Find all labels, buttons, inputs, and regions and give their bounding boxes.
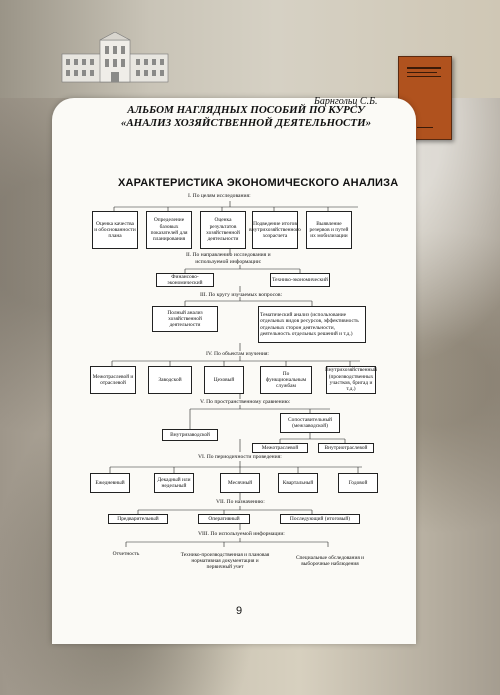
building-illustration bbox=[61, 32, 169, 83]
section-2-label: II. По направлению исследования и исполь… bbox=[186, 252, 271, 265]
section-3-label: III. По кругу изучаемых вопросов: bbox=[200, 292, 283, 298]
album-title: АЛЬБОМ НАГЛЯДНЫХ ПОСОБИЙ ПО КУРСУ «АНАЛИ… bbox=[116, 104, 376, 130]
section-8-label: VIII. По используемой информации: bbox=[198, 531, 285, 537]
title-line-2: «АНАЛИЗ ХОЗЯЙСТВЕННОЙ ДЕЯТЕЛЬНОСТИ» bbox=[120, 117, 372, 129]
info-item-reporting: Отчетность bbox=[112, 550, 140, 557]
object-box-industry: Межотраслевой и отраслевой bbox=[90, 366, 136, 394]
purpose-box-preliminary: Предварительный bbox=[108, 514, 168, 524]
scope-box-full: Полный анализ хозяйственной деятельности bbox=[152, 306, 218, 332]
period-box-annual: Годовой bbox=[338, 473, 378, 493]
goal-box-reserves: Выявление резервов и путей их мобилизаци… bbox=[306, 211, 352, 249]
period-box-monthly: Месячный bbox=[220, 473, 260, 493]
page-number: 9 bbox=[236, 605, 243, 617]
comparison-box-internal: Внутризаводской bbox=[162, 429, 218, 441]
scope-box-thematic: Тематический анализ (использование отдел… bbox=[258, 306, 366, 343]
object-box-plant: Заводской bbox=[148, 366, 192, 394]
period-box-daily: Ежедневный bbox=[90, 473, 130, 493]
object-box-workshop: Цеховый bbox=[204, 366, 244, 394]
object-box-internal: Внутрихозяйственный (производственных уч… bbox=[325, 366, 377, 394]
direction-box-technical: Технико-экономический bbox=[270, 273, 330, 287]
info-item-documentation: Технико-производственная и плановая норм… bbox=[180, 551, 270, 571]
section-4-label: IV. По объектам изучения: bbox=[206, 351, 269, 357]
goal-box-plan-quality: Оценка качества и обоснованности плана bbox=[92, 211, 138, 249]
classification-diagram: I. По целям исследования: Оценка качеств… bbox=[90, 193, 390, 591]
title-line-1: АЛЬБОМ НАГЛЯДНЫХ ПОСОБИЙ ПО КУРСУ bbox=[127, 104, 365, 116]
goal-box-results: Оценка результатов хозяйственной деятель… bbox=[200, 211, 246, 249]
diagram-connectors bbox=[109, 201, 362, 547]
goal-box-base-indicators: Определение базовых показателей для план… bbox=[146, 211, 192, 249]
comparison-box-comparative: Сопоставительный (межзаводской) bbox=[280, 413, 340, 433]
section-5-label: V. По пространственному сравнению: bbox=[200, 399, 291, 405]
comparison-box-intra-industry: Внутриотраслевой bbox=[318, 443, 374, 453]
section-1-label: I. По целям исследования: bbox=[188, 193, 251, 199]
info-item-surveys: Специальные обследования и выборочные на… bbox=[295, 554, 365, 567]
purpose-box-subsequent: Последующий (итоговый) bbox=[280, 514, 360, 524]
period-box-weekly: Декадный или недельный bbox=[154, 473, 194, 493]
period-box-quarterly: Квартальный bbox=[278, 473, 318, 493]
comparison-box-cross-industry: Межотраслевой bbox=[252, 443, 308, 453]
goal-box-cost-accounting: Подведение итогов внутрихозяйственного х… bbox=[249, 211, 301, 249]
direction-box-financial: Финансово-экономический bbox=[156, 273, 214, 287]
section-6-label: VI. По периодичности проведения: bbox=[198, 454, 282, 460]
section-7-label: VII. По назначению: bbox=[216, 499, 265, 505]
purpose-box-operational: Оперативный bbox=[198, 514, 250, 524]
section-title: ХАРАКТЕРИСТИКА ЭКОНОМИЧЕСКОГО АНАЛИЗА bbox=[118, 177, 399, 189]
author-name: Барнгольц С.Б. bbox=[314, 96, 378, 107]
object-box-services: По функциональным службам bbox=[260, 366, 312, 394]
